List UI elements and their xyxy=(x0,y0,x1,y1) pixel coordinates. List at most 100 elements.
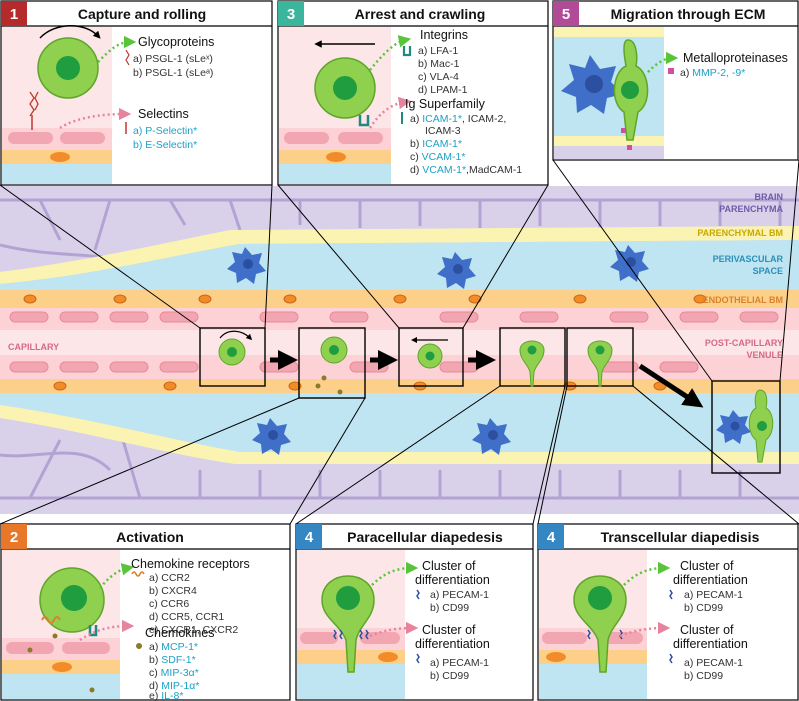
cd-item-3a: a) PECAM-1 xyxy=(684,589,743,601)
diapedesing-leukocyte-icon xyxy=(321,575,375,673)
leukocyte-step-4a xyxy=(519,340,545,387)
glycoprotein-item-b: b) PSGL-1 (sLeᵃ) xyxy=(133,67,213,79)
callout-lines xyxy=(0,159,799,525)
badge-step-1 xyxy=(1,1,27,26)
integrin-item-b: b) Mac-1 xyxy=(418,58,460,70)
glycoproteins-heading: Glycoproteins xyxy=(138,35,214,49)
receptor-item-e: e) CXCR1, CXCR2 xyxy=(149,624,238,636)
cd-molecule-icon xyxy=(669,589,673,600)
arrow-4-to-5 xyxy=(638,363,704,408)
parenchyma-cells-top xyxy=(0,198,799,272)
cd-heading-2: Cluster of xyxy=(422,623,476,637)
integrin-item-a: a) LFA-1 xyxy=(418,45,458,57)
green-pointer-arrow xyxy=(623,561,671,586)
ig-item-a-cont: ICAM-3 xyxy=(425,125,461,137)
metalloproteinase-item-a: a) MMP-2, -9* xyxy=(680,67,745,79)
cd-molecule-icon xyxy=(359,629,369,640)
step-frames xyxy=(199,327,781,474)
badge-step-5-label: 5 xyxy=(562,6,570,23)
cd-molecule-icon xyxy=(669,653,673,664)
label-perivascular-space-2: SPACE xyxy=(753,266,783,276)
glycoprotein-item-a: a) PSGL-1 (sLeˣ) xyxy=(133,53,213,65)
pink-pointer-arrow xyxy=(619,621,671,638)
integrin-icon xyxy=(402,46,412,57)
chemokine-item-c: c) MIP-3α* xyxy=(149,667,199,679)
label-post-capillary-venule-2: VENULE xyxy=(746,350,783,360)
cd-molecule-icon xyxy=(416,589,420,600)
cd-molecule-icon xyxy=(333,629,343,640)
cd-heading-3: Cluster of xyxy=(680,559,734,573)
badge-step-4b-label: 4 xyxy=(547,529,556,546)
panel-3-title: Arrest and crawling xyxy=(355,6,486,22)
cd-molecule-icon xyxy=(416,653,420,664)
receptor-item-b: b) CXCR4 xyxy=(149,585,197,597)
ig-item-a: a) ICAM-1*, ICAM-2, xyxy=(410,113,506,125)
mini-leukocytes xyxy=(218,330,774,463)
diapedesing-leukocyte-icon xyxy=(573,575,627,673)
cd-item-3b: b) CD99 xyxy=(684,602,723,614)
ig-item-c: c) VCAM-1* xyxy=(410,151,465,163)
parenchymal-bm-upper xyxy=(0,226,799,284)
panel-1-title: Capture and rolling xyxy=(78,6,206,22)
cd-item-1a: a) PECAM-1 xyxy=(430,589,489,601)
panel-transcellular-diapedesis: 4 Transcellular diapedisis Cluster of di… xyxy=(537,523,799,701)
chemokine-item-e: e) IL-8* xyxy=(149,690,183,701)
perivascular-space-lower xyxy=(0,393,799,452)
panel-4a-title: Paracellular diapedesis xyxy=(347,529,503,545)
leukocyte-step-4b xyxy=(587,340,613,387)
panel-4b-title: Transcellular diapedisis xyxy=(601,529,760,545)
cd-heading-4: Cluster of xyxy=(680,623,734,637)
frame-step-5 xyxy=(711,380,781,474)
badge-step-3 xyxy=(278,1,304,26)
integrins-heading: Integrins xyxy=(420,28,468,42)
chemokine-receptor-icon xyxy=(41,616,61,624)
frame-step-1 xyxy=(199,327,266,387)
label-post-capillary-venule: POST-CAPILLARY xyxy=(705,338,783,348)
selectin-item-a-label: a) P-Selectin* xyxy=(133,125,197,137)
selectin-item-b-label: b) E-Selectin* xyxy=(133,139,197,151)
chemokine-icon xyxy=(136,643,142,649)
receptor-item-a: a) CCR2 xyxy=(149,572,190,584)
chemokine-item-b: b) SDF-1* xyxy=(149,654,196,666)
green-pointer-arrow xyxy=(97,35,137,63)
glycoprotein-icon xyxy=(125,49,130,66)
region-labels: BRAIN PARENCHYMA PARENCHYMAL BM PERIVASC… xyxy=(8,192,783,360)
panel-paracellular-diapedesis: 4 Paracellular diapedesis Cluster of dif… xyxy=(295,523,534,701)
badge-step-2-label: 2 xyxy=(10,529,18,546)
cd-item-2a: a) PECAM-1 xyxy=(430,657,489,669)
panel-2-title: Activation xyxy=(116,529,184,545)
perivascular-space-upper xyxy=(0,240,799,296)
label-brain-parenchyma-2: PARENCHYMA xyxy=(719,204,783,214)
green-pointer-arrow xyxy=(371,561,419,586)
label-parenchymal-bm: PARENCHYMAL BM xyxy=(697,228,783,238)
parenchymal-bm-lower xyxy=(0,405,799,464)
frame-step-3 xyxy=(398,327,464,387)
frame-step-2 xyxy=(298,327,366,399)
badge-step-5 xyxy=(553,1,579,26)
endothelial-cells-lower xyxy=(9,361,699,373)
pink-pointer-arrow xyxy=(79,619,135,642)
rolling-arrow-icon xyxy=(219,330,253,341)
chemokine-item-a: a) MCP-1* xyxy=(149,641,198,653)
green-pointer-arrow xyxy=(647,51,679,73)
metalloproteinase-icon xyxy=(668,68,674,74)
panel-5-title: Migration through ECM xyxy=(611,6,766,22)
cd-item-4a: a) PECAM-1 xyxy=(684,657,743,669)
ig-item-b: b) ICAM-1* xyxy=(410,138,462,150)
cd-heading-1: Cluster of xyxy=(422,559,476,573)
panel-arrest-and-crawling: 3 Arrest and crawling Integrins a) LFA-1… xyxy=(277,0,549,186)
metalloproteinases-heading: Metalloproteinases xyxy=(683,51,788,65)
badge-step-3-label: 3 xyxy=(287,6,295,23)
label-brain-parenchyma: BRAIN xyxy=(755,192,784,202)
ig-superfamily-heading: Ig Superfamily xyxy=(405,97,486,111)
parenchyma-cells-bottom xyxy=(0,429,799,500)
chemokine-receptors-heading: Chemokine receptors xyxy=(131,557,250,571)
progression-arrows xyxy=(270,350,704,408)
astrocytes xyxy=(227,245,649,455)
receptor-item-d: d) CCR5, CCR1 xyxy=(149,611,224,623)
badge-step-4b xyxy=(538,524,564,549)
panel-activation: 2 Activation Chemokine receptors a) CCR2… xyxy=(0,523,291,701)
badge-step-1-label: 1 xyxy=(10,6,18,23)
pink-pointer-arrow xyxy=(368,96,412,129)
integrin-icon xyxy=(358,115,370,127)
